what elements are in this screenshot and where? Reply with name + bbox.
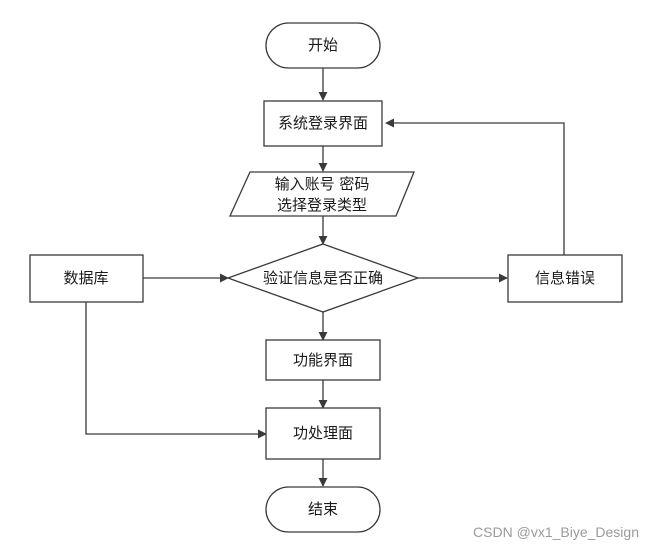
start-terminator	[265, 22, 381, 69]
database-box	[29, 254, 144, 303]
edge-error-to-login	[385, 118, 565, 255]
input-label-line2: 选择登录类型	[277, 196, 367, 214]
error-label: 信息错误	[535, 269, 595, 287]
database-label: 数据库	[63, 269, 108, 287]
error-box	[507, 254, 623, 303]
process-screen-label: 功处理面	[293, 424, 353, 442]
verify-decision	[226, 243, 420, 313]
input-label-line1: 输入账号 密码	[275, 175, 370, 193]
login-screen-box	[263, 100, 383, 147]
process-screen-box	[265, 407, 381, 460]
login-screen-label: 系统登录界面	[278, 114, 368, 132]
end-terminator	[265, 486, 381, 533]
edge-database-to-process	[85, 302, 267, 439]
function-screen-box	[265, 339, 381, 381]
function-screen-label: 功能界面	[293, 351, 353, 369]
end-label: 结束	[308, 500, 338, 518]
watermark: CSDN @vx1_Biye_Design	[473, 524, 639, 540]
start-label: 开始	[308, 36, 338, 54]
verify-label: 验证信息是否正确	[263, 269, 383, 287]
input-parallelogram	[228, 171, 415, 217]
